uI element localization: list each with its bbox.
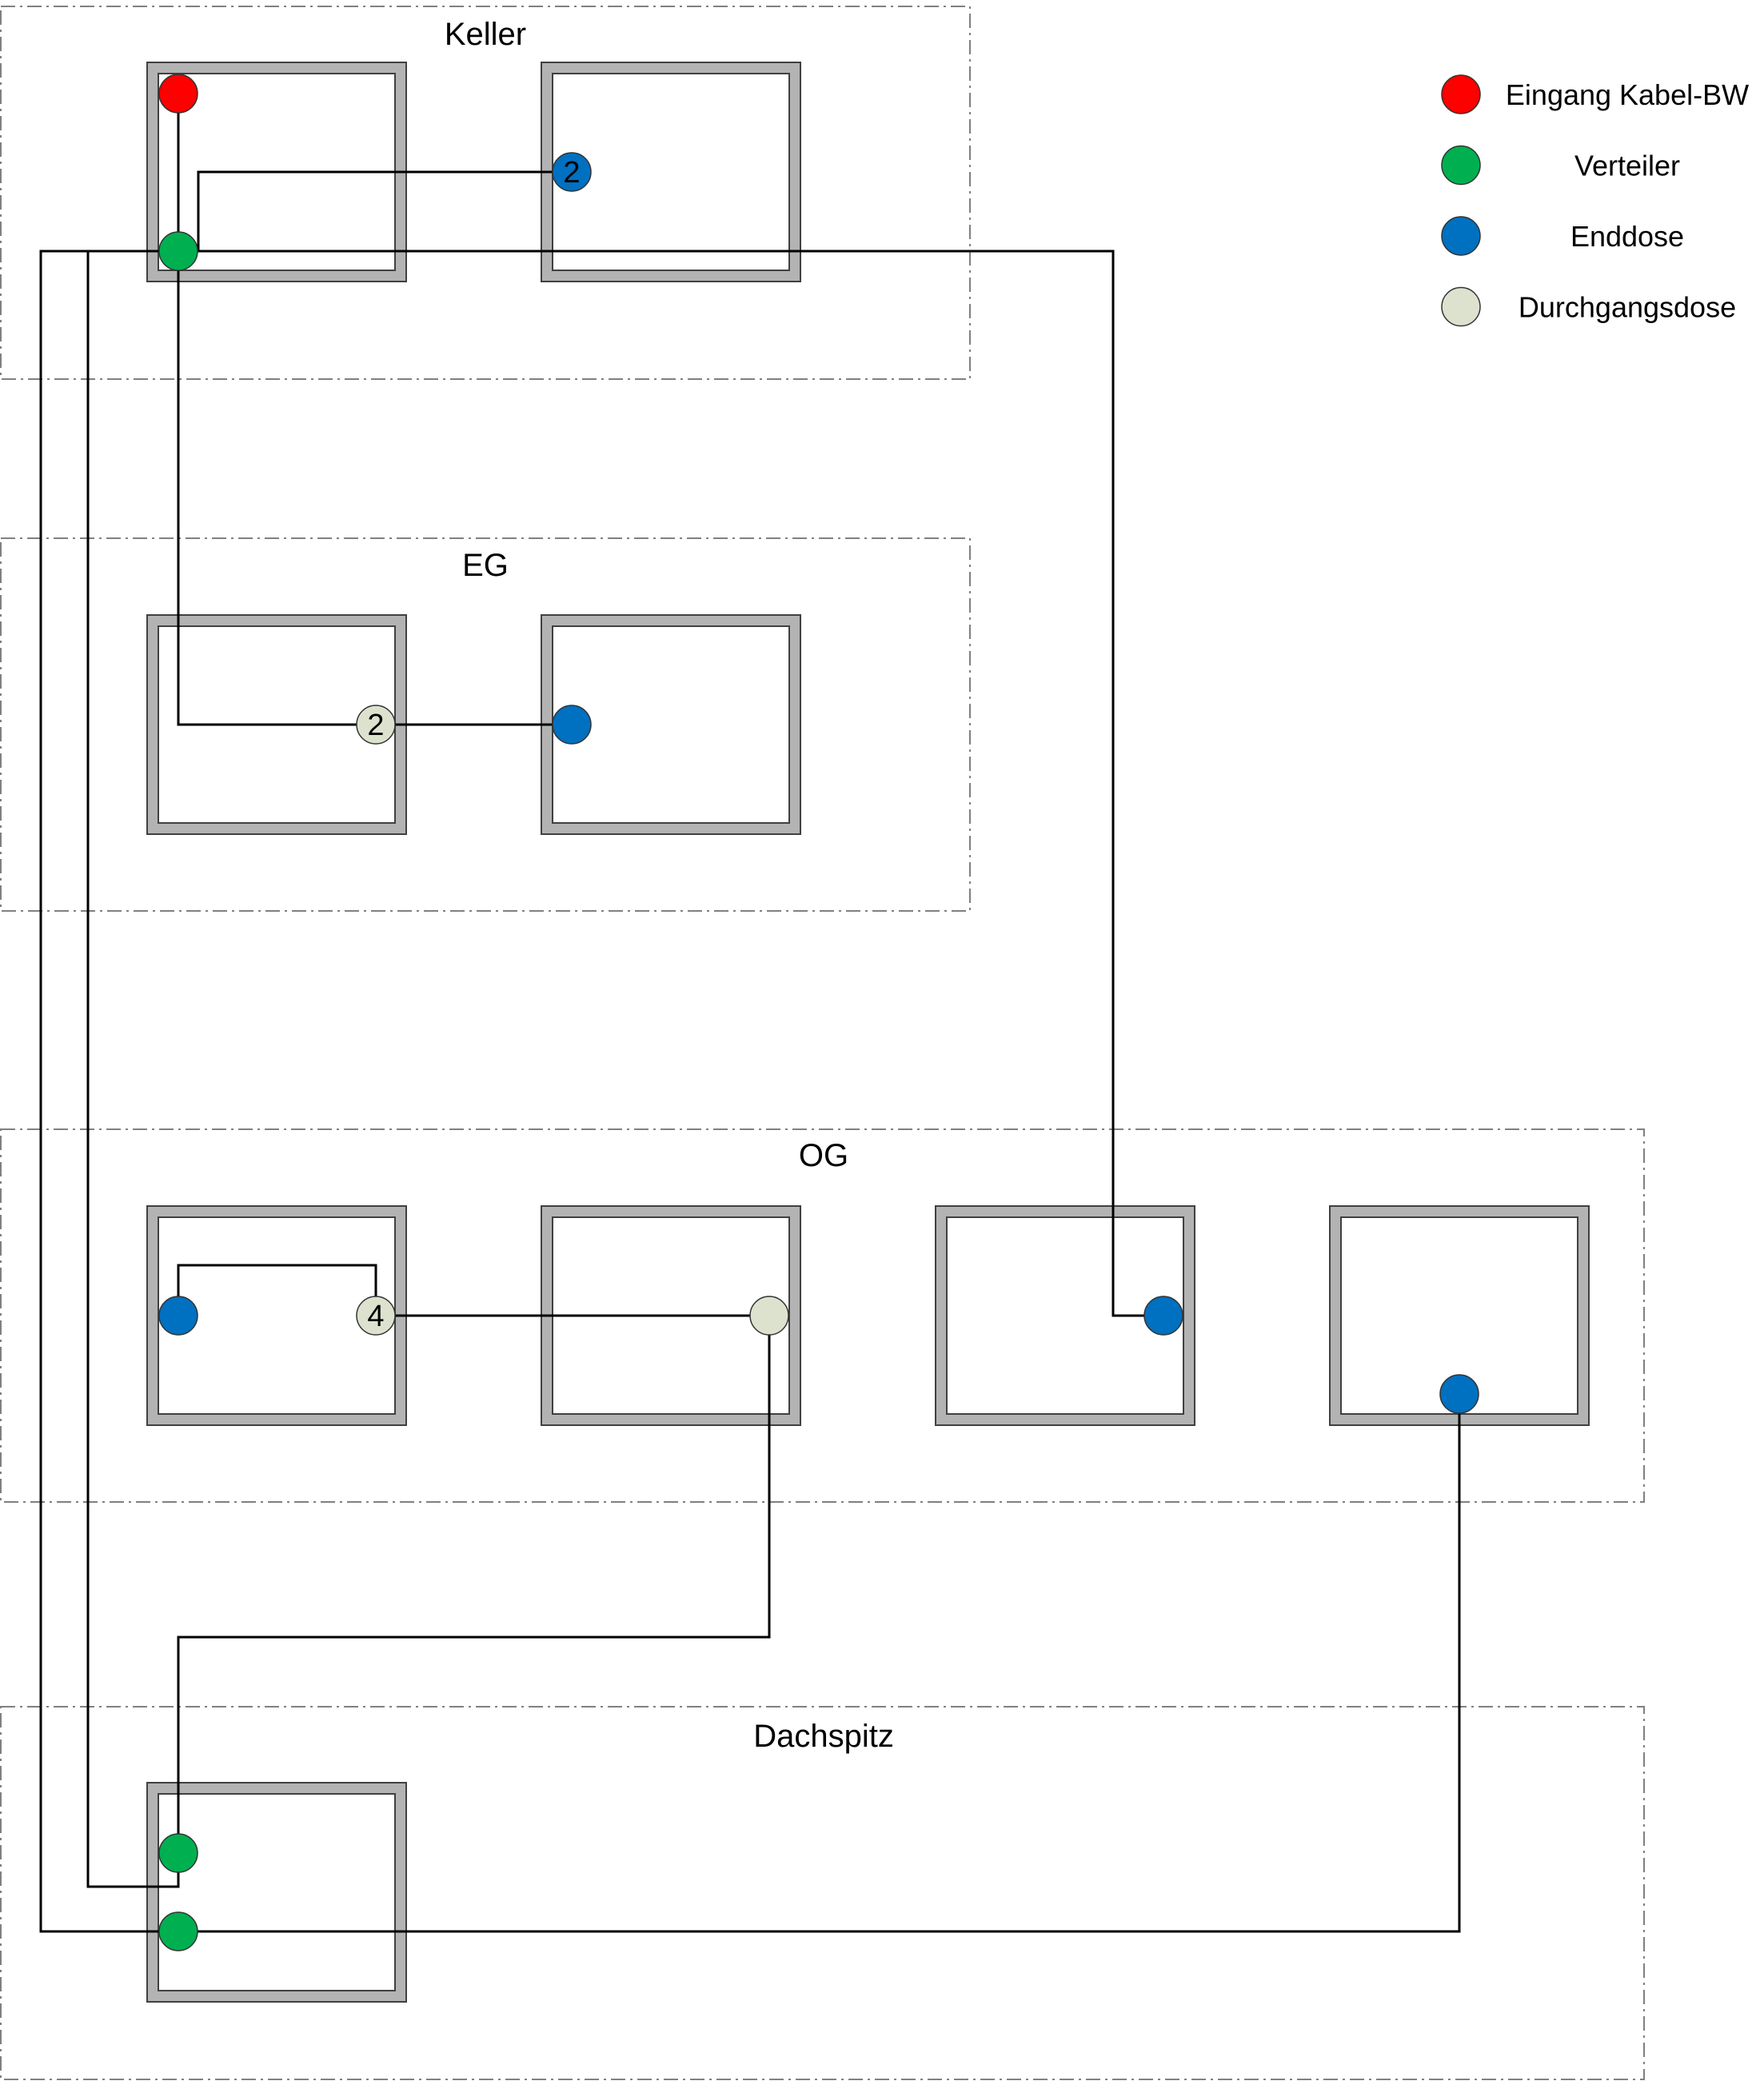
room	[146, 1782, 407, 2003]
legend-label-eingang: Eingang Kabel-BW	[1506, 78, 1749, 111]
cable-verteiler-og-enddose-3	[178, 250, 1163, 1317]
room-floor	[158, 1793, 396, 1991]
legend-verteiler-icon	[1441, 145, 1481, 186]
node-enddose-icon	[158, 1296, 198, 1336]
floor-keller-boundary	[0, 6, 971, 380]
legend-enddose-icon	[1441, 216, 1481, 256]
node-enddose-icon	[1143, 1296, 1183, 1336]
legend: Eingang Kabel-BW VerteilerEnddoseDurchgan…	[1441, 74, 1749, 327]
cable-verteiler-keller-enddose	[197, 170, 572, 251]
floor-label-keller: Keller	[445, 17, 526, 52]
node-verteiler-icon	[158, 1911, 198, 1951]
node-count-label: 2	[367, 709, 384, 742]
floor-eg-boundary	[0, 537, 971, 912]
cable-verteiler-dach-2	[39, 250, 178, 1933]
legend-durchgangsdose-icon	[1441, 286, 1481, 327]
node-enddose-icon	[552, 152, 592, 192]
legend-label-durchgangsdose: Durchgangsdose	[1519, 291, 1736, 324]
node-eingang-icon	[158, 74, 198, 114]
floor-og-boundary	[0, 1128, 1645, 1503]
node-count-label: 4	[367, 1300, 384, 1333]
room-floor	[552, 625, 790, 824]
cable-dach-og-enddose-4	[178, 1394, 1461, 1933]
node-durchgangsdose-icon	[356, 705, 396, 745]
floor-label-dachspitz: Dachspitz	[753, 1719, 894, 1754]
legend-label-enddose: Enddose	[1570, 220, 1684, 253]
node-verteiler-icon	[158, 231, 198, 271]
floor-label-eg: EG	[462, 548, 509, 583]
node-durchgangsdose-icon	[356, 1296, 396, 1336]
floor-label-og: OG	[799, 1138, 848, 1173]
legend-eingang-icon	[1441, 74, 1481, 114]
node-enddose-icon	[552, 705, 592, 745]
cable-verteiler-dach-1	[86, 250, 180, 1888]
legend-label-verteiler: Verteiler	[1574, 150, 1680, 182]
node-count-label: 2	[563, 156, 580, 190]
cable-verteiler-eg	[177, 251, 376, 726]
cable-og-durchgang-1-enddose-1	[177, 1264, 377, 1316]
room-floor	[552, 73, 790, 271]
node-enddose-icon	[1439, 1374, 1479, 1414]
floor-dachspitz-boundary	[0, 1706, 1645, 2080]
node-durchgangsdose-icon	[749, 1296, 789, 1336]
node-verteiler-icon	[158, 1833, 198, 1873]
cable-dach-og-durchgang-2	[177, 1316, 771, 1853]
